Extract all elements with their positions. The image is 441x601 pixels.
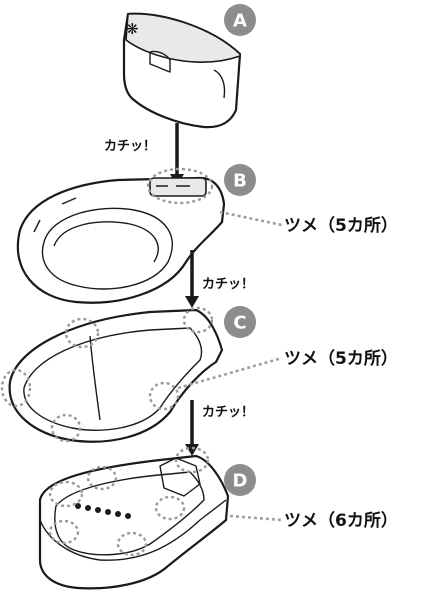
arrow-c-head [185, 444, 199, 456]
click-label-3: カチッ！ [202, 405, 254, 420]
claw-highlight-c2 [182, 306, 214, 334]
claw-label-c: ツメ（5カ所） [284, 348, 398, 369]
badge-c-label: C [233, 313, 246, 334]
claw-highlight-d4 [48, 519, 80, 545]
click-label-2: カチッ！ [202, 277, 254, 292]
arrow-c-to-d [185, 400, 199, 456]
leader-line-c [177, 356, 283, 390]
claw-highlight-d6 [154, 495, 186, 521]
claw-highlight-d5 [116, 531, 148, 557]
badge-a-label: A [233, 11, 247, 32]
badge-a: A [224, 4, 256, 36]
leader-line-b [219, 210, 283, 227]
click-label-1: カチッ！ [104, 139, 156, 154]
claw-highlight-b [146, 167, 214, 205]
leader-line-d [229, 514, 283, 522]
badge-c: C [224, 306, 256, 338]
badge-b-circle [224, 164, 256, 196]
claw-highlight-c4 [148, 381, 180, 411]
claw-highlight-c1 [64, 317, 100, 349]
claw-highlight-d1 [48, 480, 84, 508]
badge-a-circle [224, 4, 256, 36]
part-c-basin [0, 306, 224, 443]
claw-highlight-d2 [86, 465, 118, 491]
badge-d-circle [224, 464, 256, 496]
part-d-base [38, 446, 230, 590]
arrow-b-to-c [185, 250, 199, 308]
part-b-tray [16, 167, 226, 304]
part-a-tank: ❋ [122, 12, 242, 129]
claw-label-b: ツメ（5カ所） [284, 215, 398, 236]
claw-highlight-c3 [0, 368, 32, 408]
arrow-b-head [185, 296, 199, 308]
tank-mark-icon: ❋ [126, 20, 139, 38]
badge-d-label: D [233, 471, 248, 492]
claw-highlight-c5 [50, 413, 82, 443]
badge-b: B [224, 164, 256, 196]
base-hole-row [75, 503, 131, 519]
badge-b-label: B [233, 171, 247, 192]
claw-highlight-d3 [174, 446, 210, 474]
badge-c-circle [224, 306, 256, 338]
badge-d: D [224, 464, 256, 496]
arrow-a-to-b [170, 123, 184, 186]
claw-label-d: ツメ（6カ所） [284, 510, 398, 531]
